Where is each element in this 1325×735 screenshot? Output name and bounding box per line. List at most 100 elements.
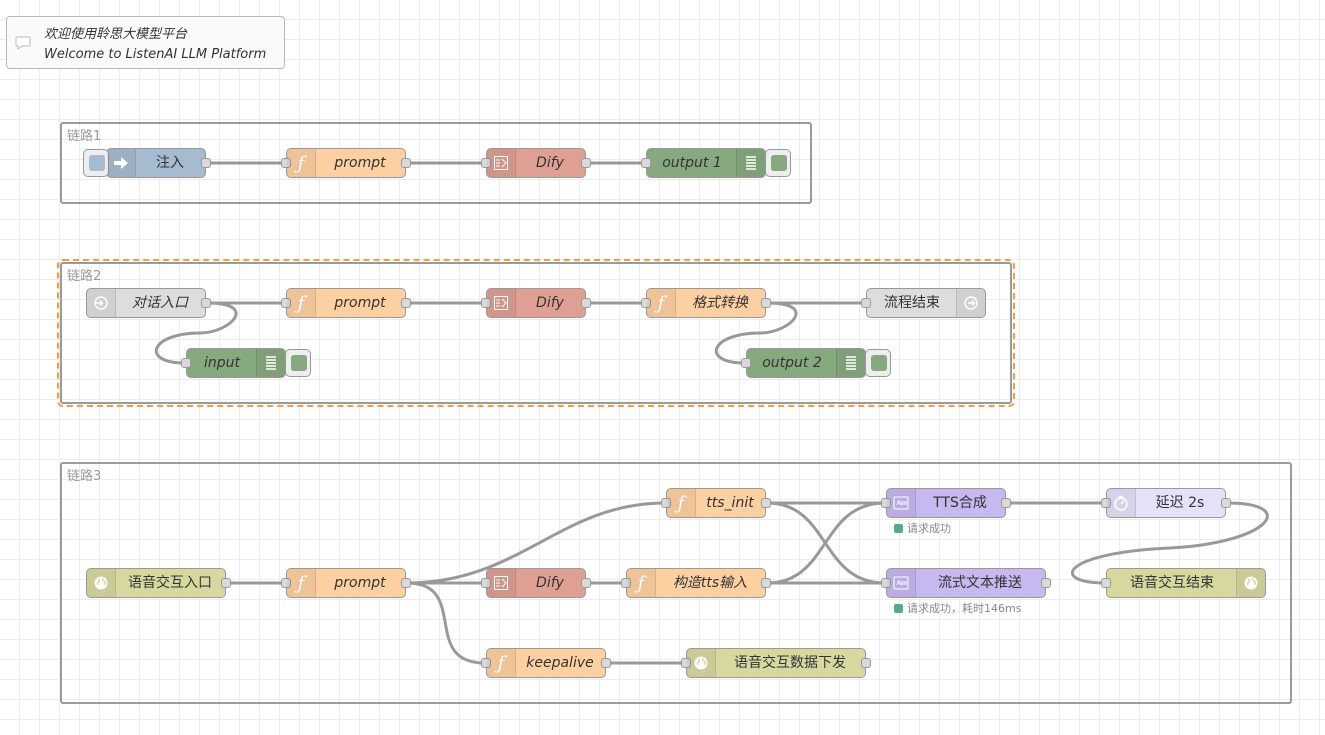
comment-line-1: 欢迎使用聆思大模型平台 xyxy=(44,27,188,42)
input-port[interactable] xyxy=(281,578,291,588)
dify-icon xyxy=(487,149,516,177)
output-port[interactable] xyxy=(401,298,411,308)
dify-icon xyxy=(487,289,516,317)
node-label: 对话入口 xyxy=(132,295,188,311)
function-icon: ƒ xyxy=(667,489,696,517)
debug-node-output-2[interactable]: output 2 xyxy=(741,348,891,378)
output-port[interactable] xyxy=(601,658,611,668)
node-label: 语音交互入口 xyxy=(128,575,212,591)
node-label: 流程结束 xyxy=(884,295,940,311)
status-dot xyxy=(894,523,903,533)
output-port[interactable] xyxy=(201,158,211,168)
input-port[interactable] xyxy=(181,358,191,368)
dify-node[interactable]: Dify xyxy=(481,148,591,178)
inject-trigger-button[interactable] xyxy=(83,149,109,177)
node-label: output 2 xyxy=(762,355,822,371)
node-label: prompt xyxy=(334,575,386,591)
output-port[interactable] xyxy=(1221,498,1231,508)
stream-push-node[interactable]: 流式文本推送 xyxy=(881,568,1051,598)
tts-status: 请求成功 xyxy=(894,520,951,536)
node-label: 注入 xyxy=(156,155,184,171)
output-port[interactable] xyxy=(761,298,771,308)
output-port[interactable] xyxy=(761,578,771,588)
debug-node-input[interactable]: input xyxy=(181,348,311,378)
function-icon: ƒ xyxy=(487,649,516,677)
function-node-build-tts[interactable]: ƒ 构造tts输入 xyxy=(621,568,771,598)
input-port[interactable] xyxy=(621,578,631,588)
group-chain-3[interactable]: 链路3 xyxy=(60,462,1292,704)
function-node-keepalive[interactable]: ƒ keepalive xyxy=(481,648,611,678)
dify-node[interactable]: Dify xyxy=(481,568,591,598)
output-port[interactable] xyxy=(861,658,871,668)
output-port[interactable] xyxy=(201,298,211,308)
tts-node[interactable]: TTS合成 xyxy=(881,488,1011,518)
link-in-node[interactable]: 对话入口 xyxy=(86,288,211,318)
output-port[interactable] xyxy=(1041,578,1051,588)
input-port[interactable] xyxy=(861,298,871,308)
input-port[interactable] xyxy=(741,358,751,368)
input-port[interactable] xyxy=(481,578,491,588)
debug-toggle-button[interactable] xyxy=(285,349,311,377)
input-port[interactable] xyxy=(281,158,291,168)
node-label: Dify xyxy=(536,155,564,171)
node-label: output 1 xyxy=(662,155,722,171)
output-port[interactable] xyxy=(581,578,591,588)
input-port[interactable] xyxy=(281,298,291,308)
input-port[interactable] xyxy=(661,498,671,508)
debug-node-output-1[interactable]: output 1 xyxy=(641,148,791,178)
stream-status: 请求成功，耗时146ms xyxy=(894,600,1021,616)
input-port[interactable] xyxy=(1101,498,1111,508)
input-port[interactable] xyxy=(481,298,491,308)
group-label: 链路3 xyxy=(67,469,102,484)
debug-list-icon xyxy=(736,149,765,177)
timer-icon xyxy=(1107,489,1136,517)
input-port[interactable] xyxy=(641,158,651,168)
node-label: prompt xyxy=(334,295,386,311)
function-icon: ƒ xyxy=(627,569,656,597)
function-node-tts-init[interactable]: ƒ tts_init xyxy=(661,488,771,518)
welcome-comment-node[interactable]: 欢迎使用聆思大模型平台 Welcome to ListenAI LLM Plat… xyxy=(6,16,285,69)
inject-node[interactable]: 注入 xyxy=(83,148,211,178)
function-node-prompt[interactable]: ƒ prompt xyxy=(281,288,411,318)
node-label: Dify xyxy=(536,295,564,311)
input-port[interactable] xyxy=(641,298,651,308)
dify-icon xyxy=(487,569,516,597)
websocket-in-node[interactable]: 语音交互入口 xyxy=(86,568,231,598)
input-port[interactable] xyxy=(481,158,491,168)
output-port[interactable] xyxy=(581,298,591,308)
node-label: input xyxy=(203,355,240,371)
websocket-out-node-end[interactable]: 语音交互结束 xyxy=(1101,568,1266,598)
debug-toggle-button[interactable] xyxy=(765,149,791,177)
output-port[interactable] xyxy=(761,498,771,508)
output-port[interactable] xyxy=(401,578,411,588)
output-port[interactable] xyxy=(1001,498,1011,508)
function-node-format[interactable]: ƒ 格式转换 xyxy=(641,288,771,318)
input-port[interactable] xyxy=(881,578,891,588)
debug-list-icon xyxy=(836,349,865,377)
node-label: prompt xyxy=(334,155,386,171)
node-label: 延迟 2s xyxy=(1155,495,1205,511)
debug-toggle-button[interactable] xyxy=(865,349,891,377)
group-chain-1[interactable]: 链路1 xyxy=(60,122,812,204)
output-port[interactable] xyxy=(401,158,411,168)
delay-node[interactable]: 延迟 2s xyxy=(1101,488,1231,518)
input-port[interactable] xyxy=(681,658,691,668)
websocket-out-node-data[interactable]: 语音交互数据下发 xyxy=(681,648,871,678)
dify-node[interactable]: Dify xyxy=(481,288,591,318)
input-port[interactable] xyxy=(481,658,491,668)
node-label: tts_init xyxy=(706,495,754,511)
function-icon: ƒ xyxy=(287,149,316,177)
debug-list-icon xyxy=(256,349,285,377)
link-out-node[interactable]: 流程结束 xyxy=(861,288,986,318)
function-icon: ƒ xyxy=(287,569,316,597)
input-port[interactable] xyxy=(881,498,891,508)
input-port[interactable] xyxy=(1101,578,1111,588)
output-port[interactable] xyxy=(581,158,591,168)
function-node-prompt[interactable]: ƒ prompt xyxy=(281,148,411,178)
node-label: 语音交互结束 xyxy=(1130,575,1214,591)
function-node-prompt[interactable]: ƒ prompt xyxy=(281,568,411,598)
globe-icon xyxy=(87,569,116,597)
status-dot xyxy=(894,603,903,613)
group-chain-2[interactable]: 链路2 xyxy=(57,259,1015,407)
output-port[interactable] xyxy=(221,578,231,588)
